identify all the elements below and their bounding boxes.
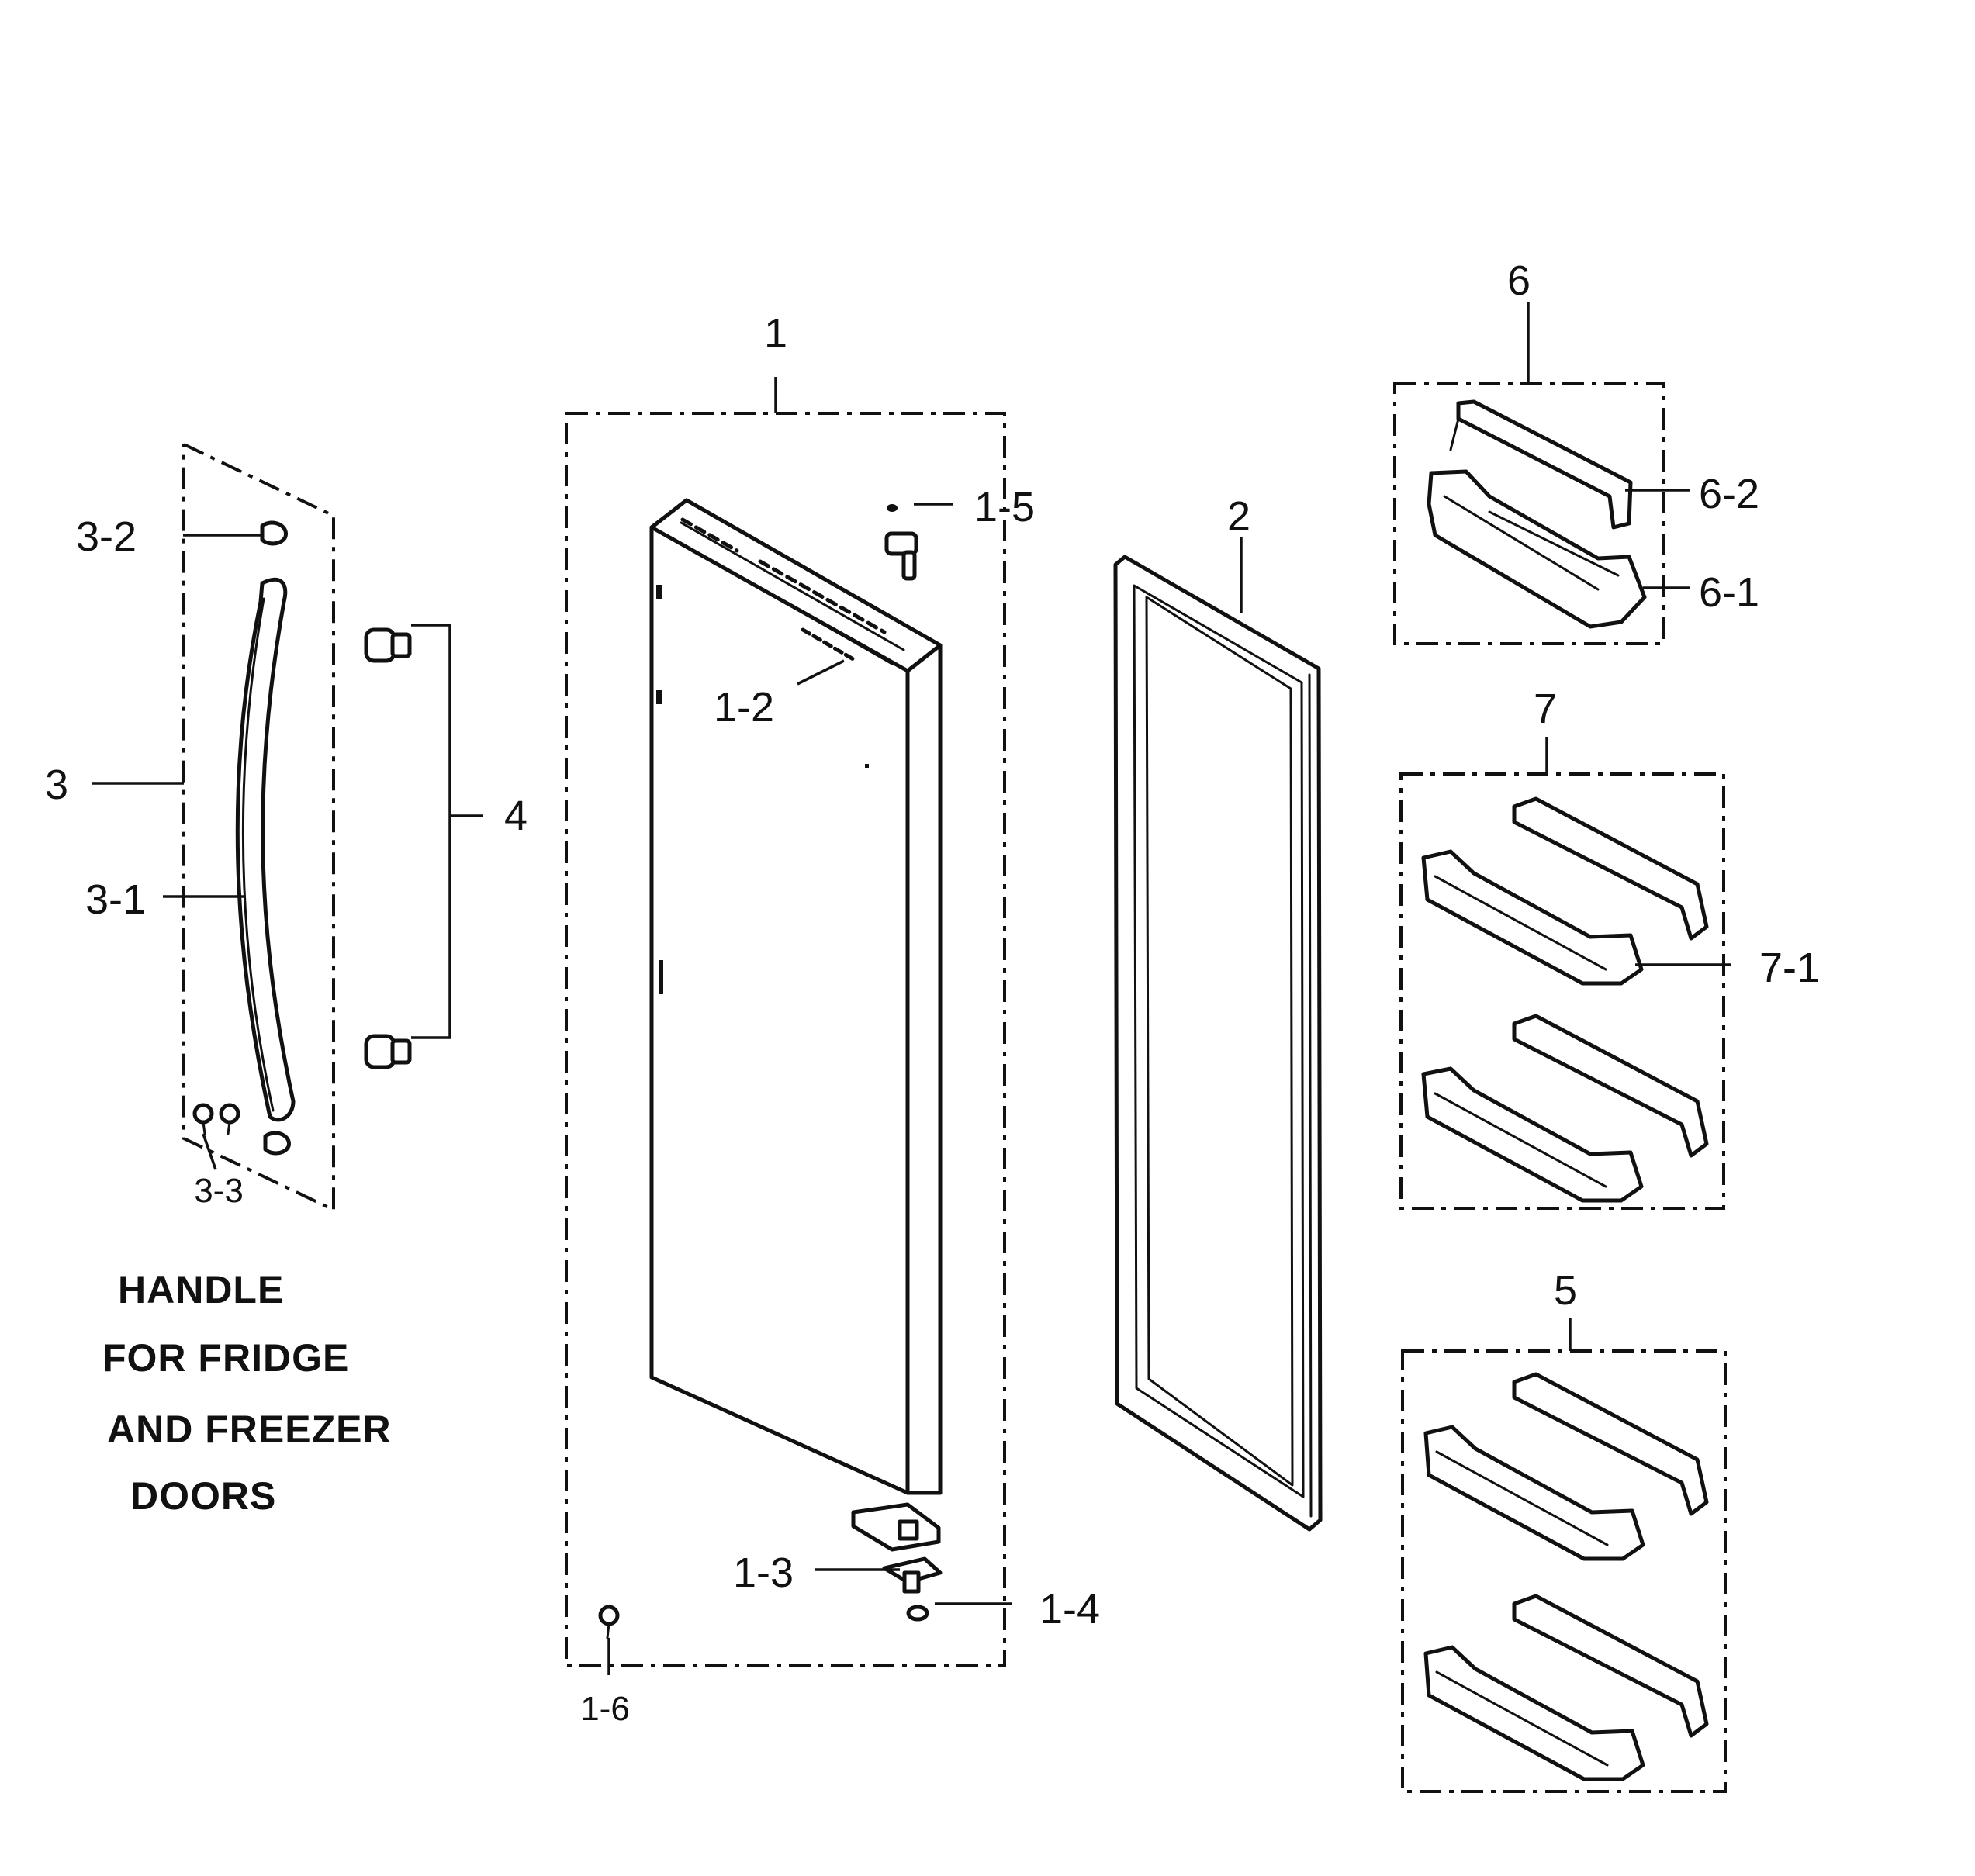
bin-5-rail-lower: [1512, 1594, 1709, 1738]
door-group-box: [565, 377, 1006, 1667]
door-top-vents: [680, 517, 887, 634]
label-1-6: 1-6: [580, 1690, 630, 1728]
label-3-2: 3-2: [76, 513, 137, 560]
door-panel: [649, 498, 943, 1495]
bin-group-7-box: [1399, 737, 1725, 1210]
bin-group-5-box: [1401, 1318, 1727, 1793]
label-1-2: 1-2: [714, 684, 774, 731]
bin-5-rail-upper: [1512, 1372, 1709, 1516]
label-6-2: 6-2: [1699, 471, 1759, 517]
handle-screws: [192, 1103, 240, 1135]
bin-group-6-box: [1393, 302, 1665, 645]
bin-7-tray-upper: [1421, 849, 1644, 986]
label-7-1: 7-1: [1759, 945, 1820, 991]
door-screw: [598, 1605, 620, 1639]
caption-line-4: DOORS: [130, 1474, 276, 1518]
bin-6-rail: [1449, 399, 1633, 530]
hinge-bottom-bracket: [851, 1502, 941, 1552]
bin-6-tray: [1427, 469, 1647, 629]
caption-line-1: HANDLE: [118, 1268, 284, 1311]
bin-5-tray-upper: [1423, 1425, 1645, 1561]
hinge-bottom-plate: [882, 1556, 943, 1594]
bin-5-tray-lower: [1423, 1645, 1645, 1781]
label-1: 1: [764, 310, 787, 357]
label-4: 4: [504, 793, 527, 839]
label-5: 5: [1554, 1267, 1577, 1314]
label-3-1: 3-1: [85, 876, 146, 923]
hinge-top: [884, 504, 918, 581]
handle-cap-top: [260, 520, 288, 546]
label-2: 2: [1227, 493, 1250, 540]
label-1-4: 1-4: [1039, 1586, 1100, 1632]
bolt-bottom: [364, 1034, 412, 1069]
door-badge: [801, 627, 856, 662]
label-7: 7: [1534, 686, 1557, 732]
handle-bar: [235, 577, 296, 1122]
hinge-bottom-pin: [906, 1605, 929, 1622]
label-6: 6: [1507, 257, 1531, 304]
caption-line-3: AND FREEZER: [107, 1408, 392, 1451]
door-gasket: [1113, 555, 1323, 1532]
label-3: 3: [45, 762, 68, 808]
handle-group-box: [182, 443, 335, 1213]
bin-7-rail-lower: [1512, 1014, 1709, 1158]
label-1-5: 1-5: [974, 484, 1035, 530]
handle-cap-bottom: [263, 1131, 291, 1156]
label-1-3: 1-3: [733, 1550, 794, 1596]
bin-7-tray-lower: [1421, 1066, 1644, 1203]
label-3-3: 3-3: [194, 1172, 244, 1210]
bolt-top: [364, 627, 412, 663]
label-6-1: 6-1: [1699, 569, 1759, 616]
caption-line-2: FOR FRIDGE: [102, 1336, 349, 1380]
bin-7-rail-upper: [1512, 796, 1709, 941]
